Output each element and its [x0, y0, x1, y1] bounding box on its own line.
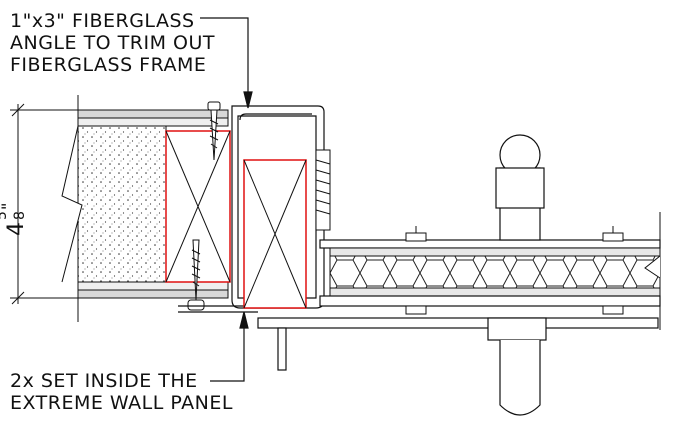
callout-line: ANGLE TO TRIM OUT	[10, 32, 215, 54]
nuts	[405, 226, 624, 315]
dimension-denominator: 8	[12, 211, 28, 220]
dimension-inch-mark: "	[0, 203, 17, 210]
base-angle	[257, 317, 659, 371]
dimension-label: 4 5 8 "	[0, 176, 34, 236]
extreme-wall-panel	[319, 212, 661, 330]
callout-line: 1"x3" FIBERGLASS	[10, 10, 195, 32]
callout-fiberglass-angle: 1"x3" FIBERGLASS ANGLE TO TRIM OUT FIBER…	[10, 10, 215, 76]
callout-2x-set: 2x SET INSIDE THE EXTREME WALL PANEL	[10, 370, 233, 414]
screw-top	[207, 101, 221, 161]
dimension-whole: 4	[4, 222, 29, 236]
vertical-post	[487, 134, 547, 416]
threaded-fastener	[315, 149, 331, 231]
leader-top	[200, 17, 253, 109]
leader-bottom	[210, 311, 249, 382]
dimension-numerator: 5	[0, 211, 10, 220]
callout-line: 2x SET INSIDE THE	[10, 370, 198, 392]
screw-bottom	[187, 239, 205, 311]
wood-blocking-right	[243, 159, 307, 309]
dimension-line	[10, 103, 78, 305]
callout-line: EXTREME WALL PANEL	[10, 392, 233, 414]
callout-line: FIBERGLASS FRAME	[10, 54, 207, 76]
